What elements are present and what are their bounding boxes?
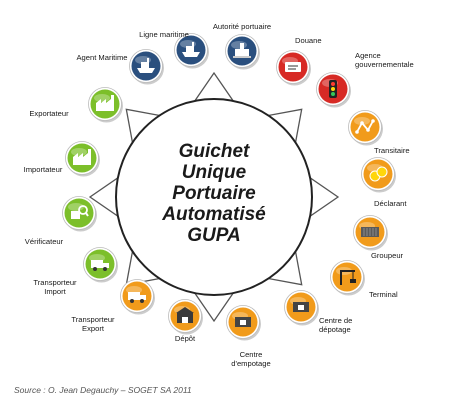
actor-label-line: Importateur [24,165,63,174]
actor-label-line: gouvernementale [355,60,414,69]
actor-label-line: Export [82,324,105,333]
actor-highlight [231,41,247,49]
actor-14: Exportateur [29,87,123,123]
center-line-3: Portuaire [172,183,256,204]
container-icon [361,227,379,237]
actor-4: Déclarant [361,157,407,208]
actor-highlight [94,94,110,102]
actor-16: Ligne maritime [139,30,209,69]
actor-5: Groupeur [353,215,404,260]
actor-label: Vérificateur [25,237,64,246]
customs-icon [285,62,301,72]
warehouse-icon [176,307,194,323]
actor-12: Vérificateur [25,196,97,246]
actor-label: Importateur [24,165,63,174]
center-title: Guichet Unique Portuaire Automatisé GUPA [161,141,266,246]
unloading-icon [293,302,309,312]
actor-label-line: Transporteur [71,315,115,324]
actor-label: Exportateur [29,109,69,118]
actor-label-line: Transporteur [33,278,77,287]
actor-15: Agent Maritime [76,49,164,85]
actor-label: Douane [295,36,322,45]
actor-label-line: Groupeur [371,251,404,260]
actor-label: Autorité portuaire [213,22,271,31]
actor-label-line: Déclarant [374,199,407,208]
actor-label: Agent Maritime [76,53,127,62]
inspection-icon [71,205,89,219]
actor-label: Transitaire [374,146,410,155]
factory-icon [73,149,91,165]
actor-label-line: Import [44,287,66,296]
actor-label-line: d'empotage [231,359,270,368]
center-line-4: Automatisé [161,204,266,225]
crane-icon [340,270,356,285]
port-authority-icon [233,43,251,58]
actor-6: Terminal [330,260,398,299]
actor-label-line: Douane [295,36,322,45]
actor-label-line: Centre [240,350,263,359]
actor-label-line: Agence [355,51,381,60]
actor-label-line: Vérificateur [25,237,64,246]
actor-label: Dépôt [175,334,196,343]
actor-label-line: Exportateur [29,109,69,118]
actor-label-line: Autorité portuaire [213,22,271,31]
actor-9: Dépôt [168,299,203,343]
center-line-1: Guichet [179,141,250,162]
actor-label: Terminal [369,290,398,299]
actor-0: Autorité portuaire [213,22,271,70]
actor-label-line: Ligne maritime [139,30,189,39]
actor-label-line: Centre de [319,316,352,325]
actor-highlight [71,148,87,156]
center-line-2: Unique [182,162,247,183]
actor-label: Groupeur [371,251,404,260]
actor-label-line: dépotage [319,325,351,334]
source-caption: Source : O. Jean Degauchy – SOGET SA 201… [14,385,192,395]
actor-13: Importateur [24,141,100,177]
actor-3: Transitaire [348,110,410,155]
traffic-light-icon [329,80,337,98]
loading-icon [235,317,251,327]
truck-export-icon [128,292,146,303]
center-circle [115,98,313,296]
actor-disc [332,262,362,292]
truck-import-icon [91,260,109,271]
ship-icon [182,42,200,57]
actor-label: Déclarant [374,199,407,208]
actor-label: Ligne maritime [139,30,189,39]
actor-highlight [354,117,370,125]
ship-agent-icon [137,58,155,73]
actor-label-line: Agent Maritime [76,53,127,62]
coins-icon [369,166,388,182]
factory-export-icon [96,95,114,111]
actor-label-line: Transitaire [374,146,410,155]
actor-1: Douane [276,36,322,86]
center-line-5: GUPA [187,225,240,246]
route-map-icon [355,119,375,134]
actor-highlight [68,203,84,211]
actor-label-line: Dépôt [175,334,196,343]
actor-label-line: Terminal [369,290,398,299]
